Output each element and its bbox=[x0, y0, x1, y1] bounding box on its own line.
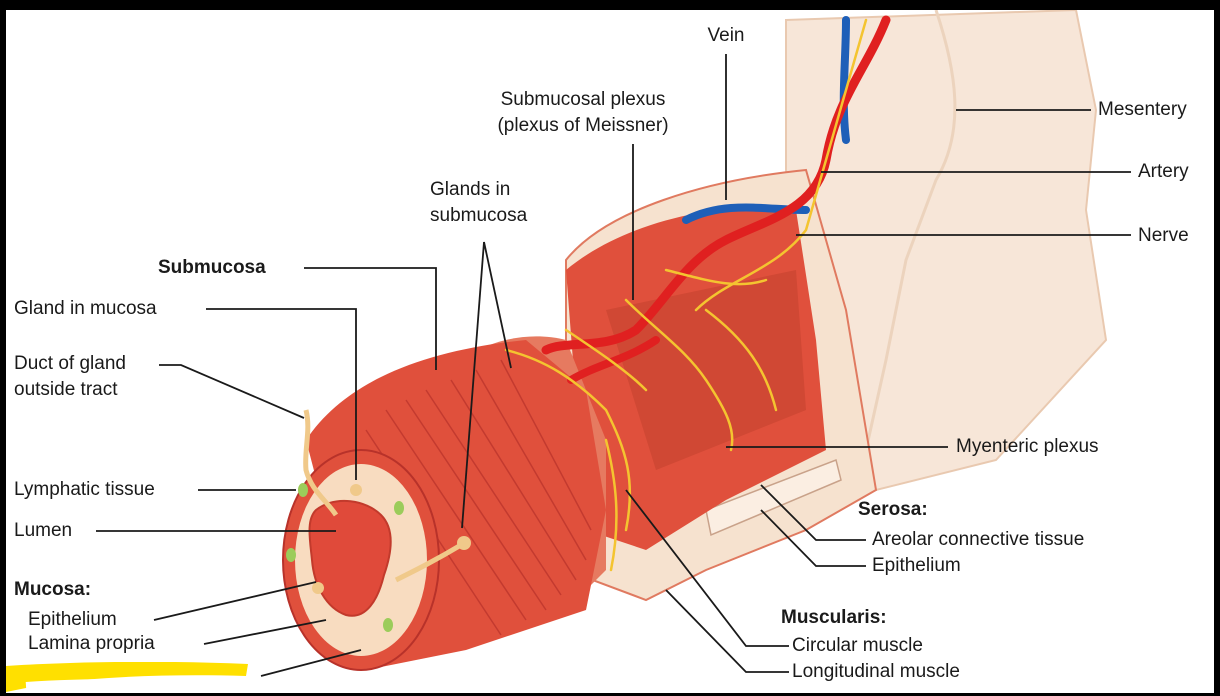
lymph-nodule bbox=[383, 618, 393, 632]
artery-vessel bbox=[541, 15, 891, 355]
leader-areolar bbox=[760, 484, 866, 541]
tract-illustration bbox=[96, 10, 1131, 677]
lymph-nodule bbox=[298, 483, 308, 497]
label-serosa-epithelium: Epithelium bbox=[872, 555, 961, 576]
label-nerve: Nerve bbox=[1138, 225, 1189, 246]
duct-of-gland bbox=[303, 409, 339, 517]
label-areolar-connective: Areolar connective tissue bbox=[872, 529, 1085, 550]
leader-bottom bbox=[260, 649, 362, 677]
label-artery: Artery bbox=[1138, 161, 1189, 182]
leader-lines bbox=[96, 54, 1131, 677]
vein-vessel-upper bbox=[839, 16, 850, 144]
digestive-tract-diagram: Vein Submucosal plexus (plexus of Meissn… bbox=[6, 10, 1214, 693]
label-submucosa: Submucosa bbox=[158, 257, 266, 278]
submucosa-gland-duct bbox=[394, 542, 463, 583]
label-mucosa-heading: Mucosa: bbox=[14, 579, 92, 600]
leader-glands-submucosa-2 bbox=[461, 241, 485, 529]
label-submucosal-plexus-line1: Submucosal plexus bbox=[500, 89, 666, 110]
label-mucosa-epithelium: Epithelium bbox=[28, 609, 117, 630]
circular-muscle-shade bbox=[606, 270, 806, 470]
label-circular-muscle: Circular muscle bbox=[792, 635, 923, 656]
label-mesentery: Mesentery bbox=[1098, 99, 1187, 120]
label-lumen: Lumen bbox=[14, 520, 73, 541]
nerve-network bbox=[504, 18, 868, 572]
lymph-nodule bbox=[394, 501, 404, 515]
lymph-nodule bbox=[286, 548, 296, 562]
leader-lamina-propria bbox=[203, 619, 327, 645]
label-duct-line1: Duct of gland bbox=[14, 353, 126, 374]
leader-longitudinal bbox=[665, 589, 789, 673]
leader-gland-in-mucosa bbox=[206, 308, 357, 480]
label-duct-line2: outside tract bbox=[14, 379, 118, 400]
leader-serosa-epithelium bbox=[760, 509, 866, 567]
label-glands-submucosa-line2: submucosa bbox=[430, 205, 528, 226]
label-serosa-heading: Serosa: bbox=[858, 499, 928, 520]
label-glands-submucosa-line1: Glands in bbox=[430, 179, 511, 200]
label-submucosal-plexus-line2: (plexus of Meissner) bbox=[497, 115, 669, 136]
label-myenteric-plexus: Myenteric plexus bbox=[956, 436, 1099, 457]
label-lamina-propria: Lamina propria bbox=[28, 633, 155, 654]
leader-circular bbox=[625, 489, 789, 647]
label-gland-in-mucosa: Gland in mucosa bbox=[14, 298, 157, 319]
gland-tip bbox=[312, 582, 324, 594]
leader-duct bbox=[159, 364, 305, 419]
highlighter-mark bbox=[6, 662, 248, 692]
gland-tip bbox=[457, 536, 471, 550]
leader-glands-submucosa bbox=[483, 241, 512, 369]
label-vein: Vein bbox=[707, 25, 745, 46]
label-lymphatic-tissue: Lymphatic tissue bbox=[14, 479, 155, 500]
mesentery-fold bbox=[864, 10, 957, 451]
leader-submucosa bbox=[304, 267, 437, 370]
gland-tip bbox=[350, 484, 362, 496]
lumen-shape bbox=[308, 499, 392, 617]
label-muscularis-heading: Muscularis: bbox=[781, 607, 887, 628]
leader-mucosa-epithelium bbox=[153, 581, 317, 621]
label-longitudinal-muscle: Longitudinal muscle bbox=[792, 661, 960, 682]
